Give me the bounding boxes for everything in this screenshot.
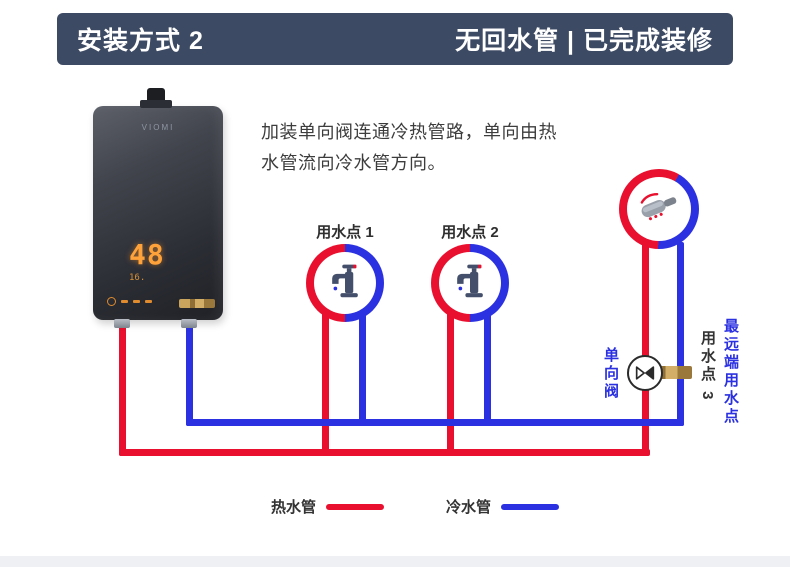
- water-point-3-label: 用水点 3: [699, 330, 716, 403]
- control-dash-icon: [145, 300, 152, 303]
- bottom-divider: [0, 556, 790, 567]
- heater-vent-pipe-icon: [147, 88, 165, 101]
- cold-pipe-main-run: [186, 419, 684, 426]
- header-left-title: 安装方式 2: [77, 27, 204, 55]
- heater-control-row: [107, 297, 152, 306]
- hot-pipe-heater-drop: [119, 316, 126, 456]
- cold-pipe-heater-drop: [186, 316, 193, 426]
- cold-pipe-point2-riser: [484, 310, 491, 426]
- cold-inlet-stub-icon: [181, 319, 197, 328]
- legend-hot: 热水管: [271, 496, 385, 517]
- heater-display-sub-readout: 16.: [129, 273, 146, 283]
- header-bar: 安装方式 2 无回水管 | 已完成装修: [57, 13, 733, 65]
- cold-pipe-shower-riser: [677, 242, 684, 426]
- farthest-point-label: 最远端用水点: [722, 318, 739, 426]
- shower-icon: [640, 192, 677, 221]
- check-valve-icon: [635, 366, 655, 380]
- water-point-1-circle: [306, 244, 384, 322]
- legend-cold: 冷水管: [446, 496, 560, 517]
- control-dash-icon: [133, 300, 140, 303]
- heater-display: 48 16.: [129, 238, 165, 283]
- cold-pipe-point1-riser: [359, 310, 366, 426]
- legend-cold-label: 冷水管: [446, 499, 492, 516]
- water-heater: VIOMI 48 16.: [93, 88, 223, 320]
- faucet-icon: [332, 264, 358, 298]
- water-point-1-label: 用水点 1: [316, 224, 374, 241]
- control-dash-icon: [121, 300, 128, 303]
- check-valve: [627, 355, 663, 391]
- hot-pipe-point2-riser: [447, 310, 454, 456]
- far-water-point-circle: [619, 169, 699, 249]
- legend-cold-swatch: [501, 503, 560, 510]
- description-text: 加装单向阀连通冷热管路，单向由热水管流向冷水管方向。: [261, 122, 557, 173]
- faucet-icon: [457, 264, 483, 298]
- heater-vent-collar-icon: [140, 100, 172, 108]
- heater-brand-logo: VIOMI: [141, 123, 175, 132]
- water-point-2-circle: [431, 244, 509, 322]
- flame-indicator-icon: [107, 297, 116, 306]
- header-right-title: 无回水管 | 已完成装修: [455, 27, 713, 55]
- heater-brass-connectors-icon: [179, 299, 215, 308]
- hot-pipe-point1-riser: [322, 310, 329, 456]
- hot-pipe-shower-riser: [642, 242, 649, 456]
- water-point-2-label: 用水点 2: [441, 224, 499, 241]
- hot-outlet-stub-icon: [114, 319, 130, 328]
- heater-display-temperature: 48: [129, 238, 165, 271]
- check-valve-label: 单向阀: [602, 347, 619, 401]
- legend-hot-label: 热水管: [271, 499, 317, 516]
- legend-hot-swatch: [326, 503, 385, 510]
- hot-pipe-main-run: [119, 449, 650, 456]
